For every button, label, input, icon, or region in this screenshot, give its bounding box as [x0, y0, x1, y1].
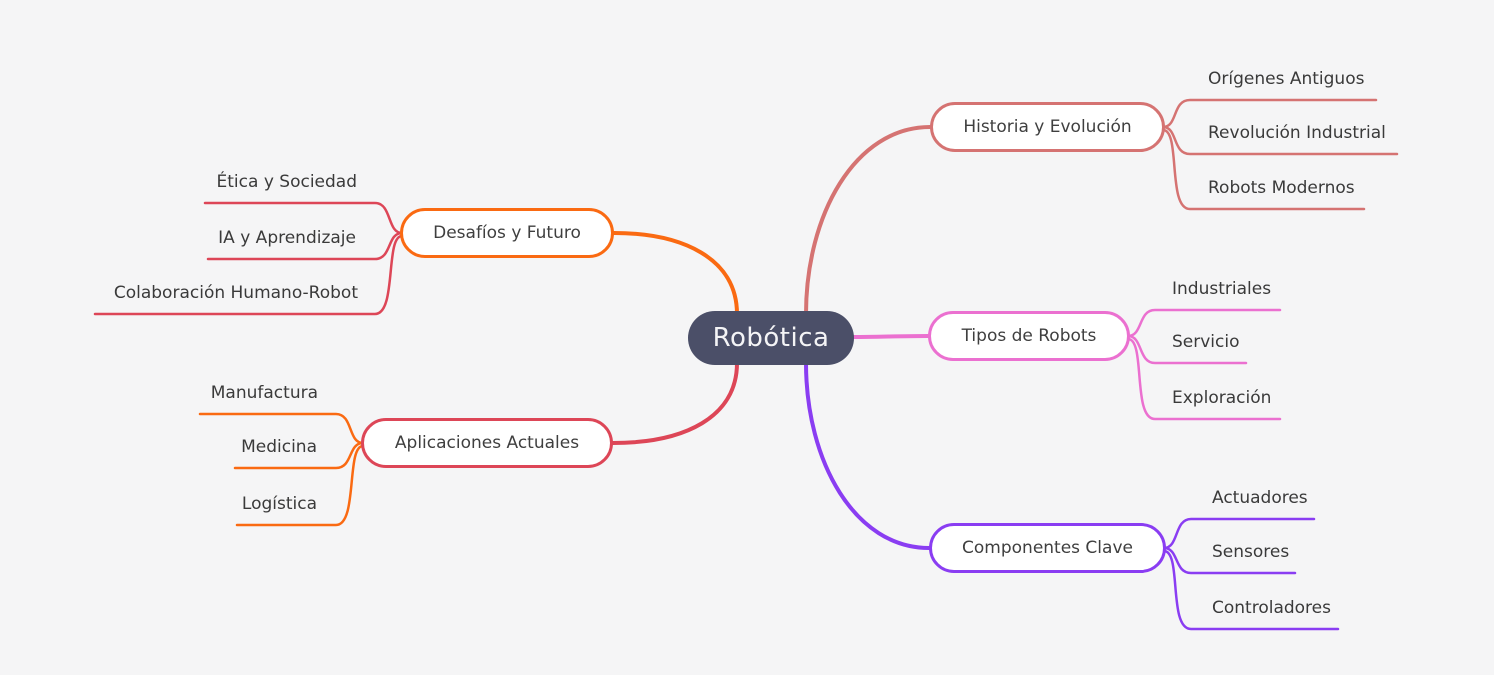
branch-node-tipos[interactable]: Tipos de Robots — [928, 311, 1130, 361]
branch-node-desafios[interactable]: Desafíos y Futuro — [400, 208, 614, 258]
leaf-controladores[interactable]: Controladores — [1212, 598, 1331, 618]
link-historia-modernos — [1161, 128, 1366, 211]
link-root-tipos — [851, 334, 930, 339]
link-tipos-exploracion — [1126, 337, 1282, 421]
leaf-logistica[interactable]: Logística — [241, 494, 317, 514]
leaf-etica-sociedad[interactable]: Ética y Sociedad — [216, 172, 357, 192]
link-historia-revolucion — [1161, 125, 1399, 156]
root-node[interactable]: Robótica — [688, 311, 854, 365]
leaf-actuadores[interactable]: Actuadores — [1212, 488, 1308, 508]
link-tipos-industriales — [1126, 308, 1282, 338]
link-desafios-etica — [203, 201, 404, 235]
link-root-historia — [804, 125, 932, 316]
link-desafios-colaboracion — [93, 234, 404, 316]
branch-label: Tipos de Robots — [961, 326, 1097, 346]
link-aplicaciones-manufactura — [198, 412, 365, 445]
leaf-exploracion[interactable]: Exploración — [1172, 388, 1272, 408]
link-desafios-ia — [206, 231, 404, 261]
link-historia-origenes — [1161, 98, 1378, 129]
leaf-revolucion-industrial[interactable]: Revolución Industrial — [1208, 123, 1386, 143]
link-aplicaciones-logistica — [235, 444, 365, 527]
leaf-colaboracion-humano-robot[interactable]: Colaboración Humano-Robot — [113, 283, 358, 303]
branch-node-historia[interactable]: Historia y Evolución — [930, 102, 1165, 152]
leaf-ia-aprendizaje[interactable]: IA y Aprendizaje — [218, 228, 356, 248]
leaf-manufactura[interactable]: Manufactura — [210, 383, 318, 403]
leaf-origenes-antiguos[interactable]: Orígenes Antiguos — [1208, 69, 1365, 89]
root-node-label: Robótica — [712, 323, 830, 353]
branch-label: Componentes Clave — [962, 538, 1133, 558]
leaf-servicio[interactable]: Servicio — [1172, 332, 1240, 352]
leaf-sensores[interactable]: Sensores — [1212, 542, 1290, 562]
branch-label: Desafíos y Futuro — [433, 223, 581, 243]
branch-node-aplicaciones[interactable]: Aplicaciones Actuales — [361, 418, 613, 468]
link-componentes-controladores — [1162, 549, 1340, 631]
link-componentes-actuadores — [1162, 517, 1316, 550]
leaf-medicina[interactable]: Medicina — [241, 437, 317, 457]
link-tipos-servicio — [1126, 334, 1248, 365]
leaf-robots-modernos[interactable]: Robots Modernos — [1208, 178, 1355, 198]
leaf-industriales[interactable]: Industriales — [1172, 279, 1272, 299]
branch-label: Aplicaciones Actuales — [394, 433, 580, 453]
link-root-desafios — [612, 231, 739, 316]
branch-label: Historia y Evolución — [963, 117, 1132, 137]
link-root-aplicaciones — [611, 361, 739, 445]
link-aplicaciones-medicina — [233, 441, 365, 470]
branch-node-componentes[interactable]: Componentes Clave — [929, 523, 1166, 573]
link-componentes-sensores — [1162, 546, 1297, 575]
link-root-componentes — [804, 361, 931, 550]
